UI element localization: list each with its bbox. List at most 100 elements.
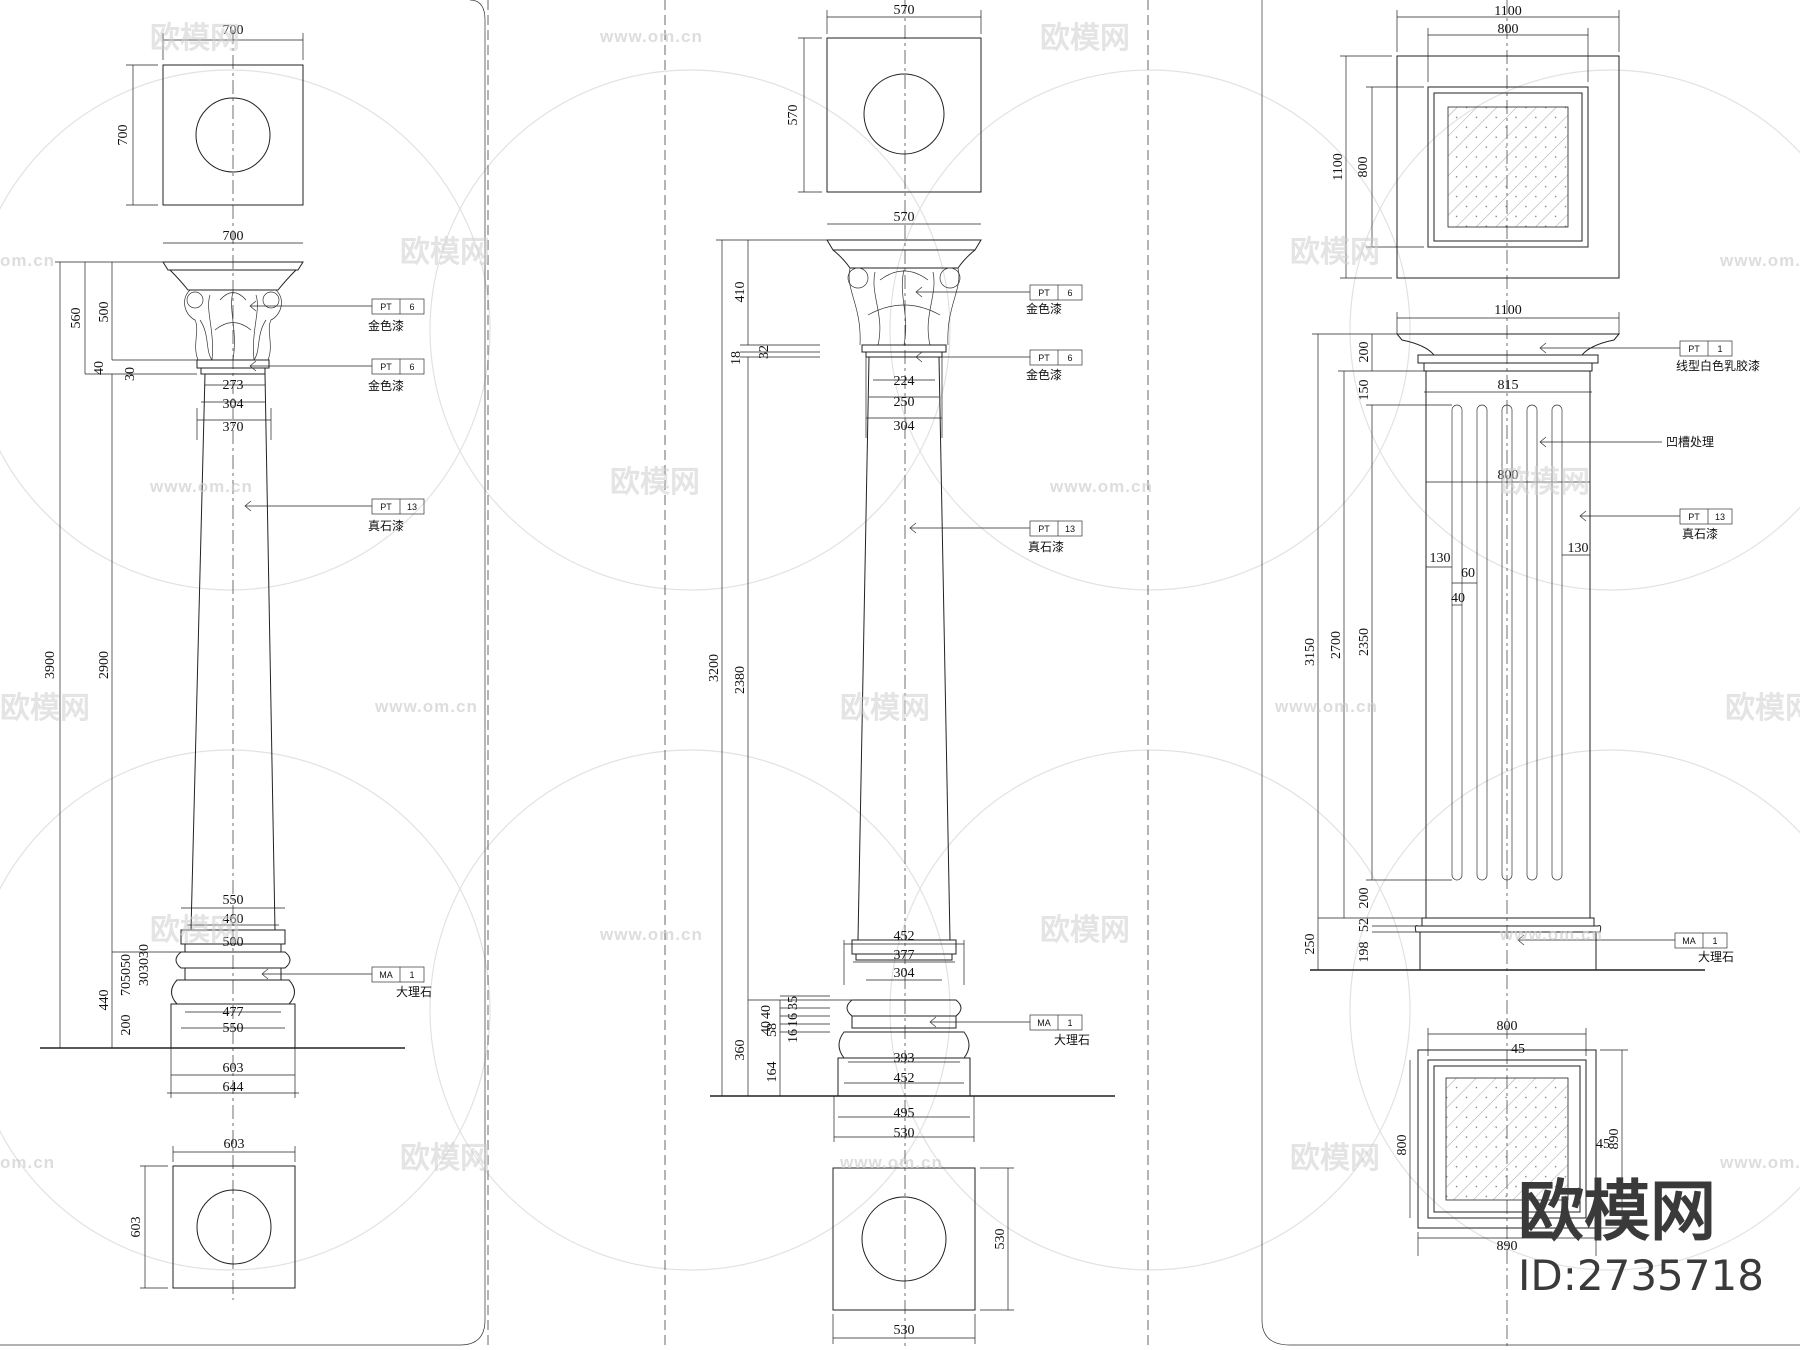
svg-text:13: 13 [1715,512,1725,522]
svg-text:大理石: 大理石 [396,985,432,999]
c3-flute-dim-2: 60 [1461,566,1475,581]
c3-bottom-height: 800 [1395,1135,1410,1156]
c1-shaft-dim-1: 273 [223,378,244,393]
svg-text:PT: PT [1038,353,1050,363]
c3-flute-dim-1: 130 [1430,551,1451,566]
svg-text:www.om.cn: www.om.cn [1049,477,1153,496]
svg-text:www.om.cn: www.om.cn [374,697,478,716]
column2: 570 570 570 224 25 [707,0,1115,1350]
c3-dim-150: 150 [1357,380,1372,401]
svg-text:www.om.cn: www.om.cn [1719,251,1800,270]
c1-dim-stack: 705050 [119,954,134,996]
c2-annotation-1: PT 6 金色漆 [915,284,1083,316]
c3-top-outer: 1100 [1494,4,1521,19]
svg-text:PT: PT [380,362,392,372]
c1-dim-440: 440 [97,990,112,1011]
column3-elevation: 1100 815 800 130 60 40 130 [1303,303,1760,971]
c3-dim-198: 198 [1357,942,1372,963]
svg-text:www.om.cn: www.om.cn [839,1153,943,1172]
c3-dim-52: 52 [1357,918,1372,932]
c1-annotation-4: MA 1 大理石 [261,966,432,999]
c1-shaft-dim-3: 370 [223,420,244,435]
svg-text:1: 1 [1067,1018,1072,1028]
svg-text:13: 13 [1065,524,1075,534]
svg-text:欧模网: 欧模网 [1500,465,1590,500]
svg-text:www.om.cn: www.om.cn [1719,1153,1800,1172]
c1-base-dim-1: 550 [223,893,244,908]
svg-text:1: 1 [1712,936,1717,946]
c3-bottom-width: 800 [1497,1019,1518,1034]
c3-shaft-width: 815 [1498,378,1519,393]
c1-annotation-2: PT 6 金色漆 [249,358,425,393]
column2-elevation: 570 224 250 304 [707,210,1115,1142]
c1-cap-width: 700 [223,229,244,244]
c2-neck-dim-2: 250 [894,395,915,410]
svg-text:om.cn: om.cn [0,251,55,270]
c2-annotation-3: PT 13 真石漆 [909,520,1083,554]
svg-text:PT: PT [1688,344,1700,354]
c1-shaft-dim-2: 304 [223,397,244,412]
column3: 1100 800 1100 800 1100 815 [1303,0,1760,1350]
svg-text:www.om.cn: www.om.cn [1274,697,1378,716]
c2-total-height: 3200 [707,654,722,682]
logo-id: ID:2735718 [1518,1251,1764,1300]
c1-top-width: 700 [223,23,244,38]
column1-top-plan: 700 700 [116,23,304,206]
c3-flute-width: 800 [1498,468,1519,483]
svg-text:金色漆: 金色漆 [368,378,404,393]
c2-base-dim-4: 393 [894,1051,915,1066]
c1-dim-30: 30 [123,367,138,381]
c1-base-dim-5: 550 [223,1021,244,1036]
c2-neck-dim-1: 224 [894,374,915,389]
c3-flute-dim-3: 40 [1451,591,1465,606]
c2-dim-2380: 2380 [733,666,748,694]
svg-text:欧模网: 欧模网 [1290,235,1380,270]
c2-dim-small-5: 16 [786,1029,801,1043]
c1-dim-200: 200 [119,1015,134,1036]
svg-text:PT: PT [1038,288,1050,298]
c2-capital-ornament [847,267,961,346]
svg-text:6: 6 [409,362,414,372]
c3-annotation-4: MA 1 大理石 [1517,932,1734,964]
c2-dim-164: 164 [765,1062,780,1083]
svg-text:6: 6 [1067,288,1072,298]
c2-base-dim-5: 452 [894,1071,915,1086]
c1-top-height: 700 [116,125,131,146]
svg-text:MA: MA [379,970,393,980]
svg-text:6: 6 [409,302,414,312]
c3-annotation-2: 凹槽处理 [1539,435,1714,449]
svg-text:www.om.cn: www.om.cn [599,925,703,944]
svg-text:线型白色乳胶漆: 线型白色乳胶漆 [1676,358,1760,373]
c3-dim-250: 250 [1303,934,1318,955]
c2-base-dim-1: 452 [894,929,915,944]
svg-text:www.om.cn: www.om.cn [599,27,703,46]
svg-text:欧模网: 欧模网 [400,1141,490,1176]
svg-text:真石漆: 真石漆 [1028,540,1064,554]
c2-base-dim-3: 304 [894,966,915,981]
c3-bottom-outer-h: 890 [1607,1129,1622,1150]
svg-text:1: 1 [1717,344,1722,354]
svg-text:金色漆: 金色漆 [1026,301,1062,316]
svg-text:13: 13 [407,502,417,512]
svg-text:欧模网: 欧模网 [1725,691,1800,726]
column2-top-plan: 570 570 [786,3,982,193]
svg-text:1: 1 [409,970,414,980]
column1: 700 700 700 2 [40,23,432,1300]
column1-elevation: 700 273 304 370 [40,229,432,1098]
c3-annotation-3: PT 13 真石漆 [1579,508,1733,541]
c2-dim-small-3: 40 [759,1021,774,1035]
c1-dim-500: 500 [97,302,112,323]
svg-text:欧模网: 欧模网 [1040,913,1130,948]
svg-text:欧模网: 欧模网 [610,465,700,500]
c2-top-height: 570 [786,105,801,126]
svg-text:大理石: 大理石 [1054,1033,1090,1047]
c1-total-height: 3900 [43,651,58,679]
svg-text:PT: PT [1038,524,1050,534]
column3-top-plan: 1100 800 1100 800 [1331,4,1620,279]
c3-total-height: 3150 [1303,638,1318,666]
c1-dim-stack2: 303030 [137,944,152,986]
c1-bottom-height: 603 [129,1217,144,1238]
c1-dim-40: 40 [92,361,107,375]
c3-dim-2350: 2350 [1357,628,1372,656]
